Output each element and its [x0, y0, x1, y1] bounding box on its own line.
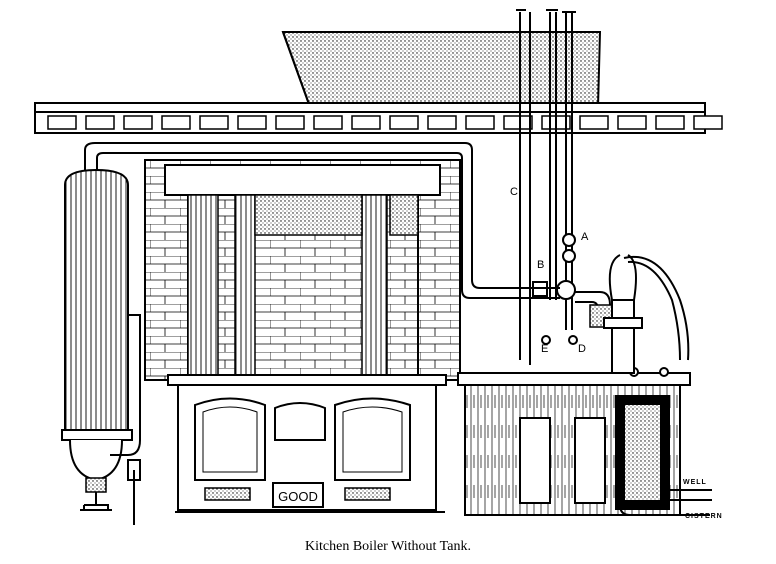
label-d: D — [578, 343, 586, 355]
floor-joist — [313, 115, 343, 130]
label-b: B — [537, 259, 544, 271]
floor-joist — [275, 115, 305, 130]
figure-caption: Kitchen Boiler Without Tank. — [305, 539, 471, 554]
label-well: WELL — [683, 479, 707, 486]
floor-joist — [389, 115, 419, 130]
floor-joist — [199, 115, 229, 130]
circulation-pipe — [84, 142, 619, 328]
floor-joist — [123, 115, 153, 130]
range-boiler — [61, 168, 141, 525]
stove-plate-text: GOOD — [278, 489, 318, 504]
label-e: E — [541, 343, 548, 355]
sink-cabinet — [457, 367, 691, 516]
label-c: C — [510, 186, 518, 198]
floor-joist — [427, 115, 457, 130]
floor-joist — [161, 115, 191, 130]
floor-joist — [617, 115, 647, 130]
floor-joist — [351, 115, 381, 130]
floor-joist — [579, 115, 609, 130]
floor-joist — [47, 115, 77, 130]
floor-joist — [85, 115, 115, 130]
floor-joist — [655, 115, 685, 130]
supply-pipes — [516, 9, 578, 365]
label-a: A — [581, 231, 589, 243]
floor-beam — [34, 102, 723, 134]
floor-joist — [503, 115, 533, 130]
sink-trough — [281, 31, 602, 108]
well-cistern-pipes: WELL CISTERN — [619, 479, 723, 520]
floor-joist — [693, 115, 723, 130]
kitchen-range: GOOD — [167, 374, 447, 513]
brick-chimney — [144, 159, 461, 381]
floor-joist — [465, 115, 495, 130]
label-cistern: CISTERN — [685, 513, 723, 520]
hand-pump — [603, 254, 690, 374]
floor-joist — [237, 115, 267, 130]
